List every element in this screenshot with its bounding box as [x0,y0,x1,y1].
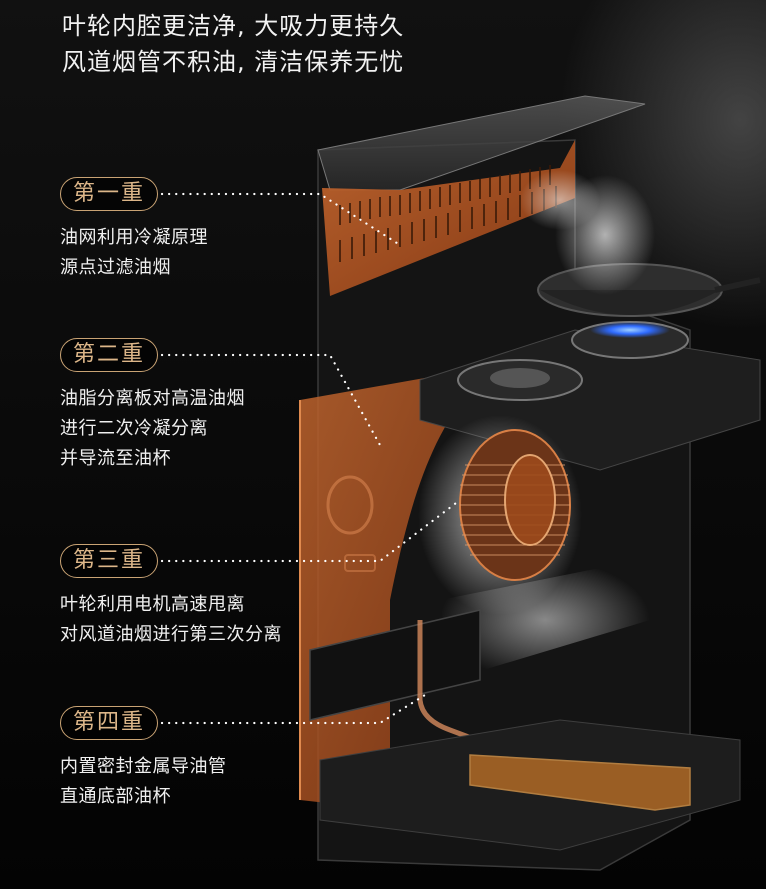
stage-2-line-1: 油脂分离板对高温油烟 [60,388,245,409]
stage-4-line-1: 内置密封金属导油管 [60,756,227,777]
callout-stage-2: 第二重 油脂分离板对高温油烟 进行二次冷凝分离 并导流至油杯 [60,338,245,474]
callout-stage-3: 第三重 叶轮利用电机高速甩离 对风道油烟进行第三次分离 [60,544,282,650]
stage-2-description: 油脂分离板对高温油烟 进行二次冷凝分离 并导流至油杯 [60,384,245,474]
stage-1-description: 油网利用冷凝原理 源点过滤油烟 [60,223,208,283]
headline: 叶轮内腔更洁净, 大吸力更持久 风道烟管不积油, 清洁保养无忧 [62,8,404,80]
stage-1-line-1: 油网利用冷凝原理 [60,227,208,248]
stage-4-badge: 第四重 [60,706,159,740]
stage-1-badge: 第一重 [60,177,159,211]
stage-3-line-2: 对风道油烟进行第三次分离 [60,624,282,645]
stage-1-line-2: 源点过滤油烟 [60,257,171,278]
stage-4-line-2: 直通底部油杯 [60,786,171,807]
callout-stage-4: 第四重 内置密封金属导油管 直通底部油杯 [60,706,227,812]
stage-3-line-1: 叶轮利用电机高速甩离 [60,594,245,615]
stage-2-badge: 第二重 [60,338,159,372]
callout-stage-1: 第一重 油网利用冷凝原理 源点过滤油烟 [60,177,208,283]
stage-2-line-3: 并导流至油杯 [60,448,171,469]
stage-4-description: 内置密封金属导油管 直通底部油杯 [60,752,227,812]
headline-line-1: 叶轮内腔更洁净, 大吸力更持久 [62,12,405,40]
stage-2-line-2: 进行二次冷凝分离 [60,418,208,439]
stage-3-badge: 第三重 [60,544,159,578]
headline-line-2: 风道烟管不积油, 清洁保养无忧 [62,48,405,76]
stage-3-description: 叶轮利用电机高速甩离 对风道油烟进行第三次分离 [60,590,282,650]
